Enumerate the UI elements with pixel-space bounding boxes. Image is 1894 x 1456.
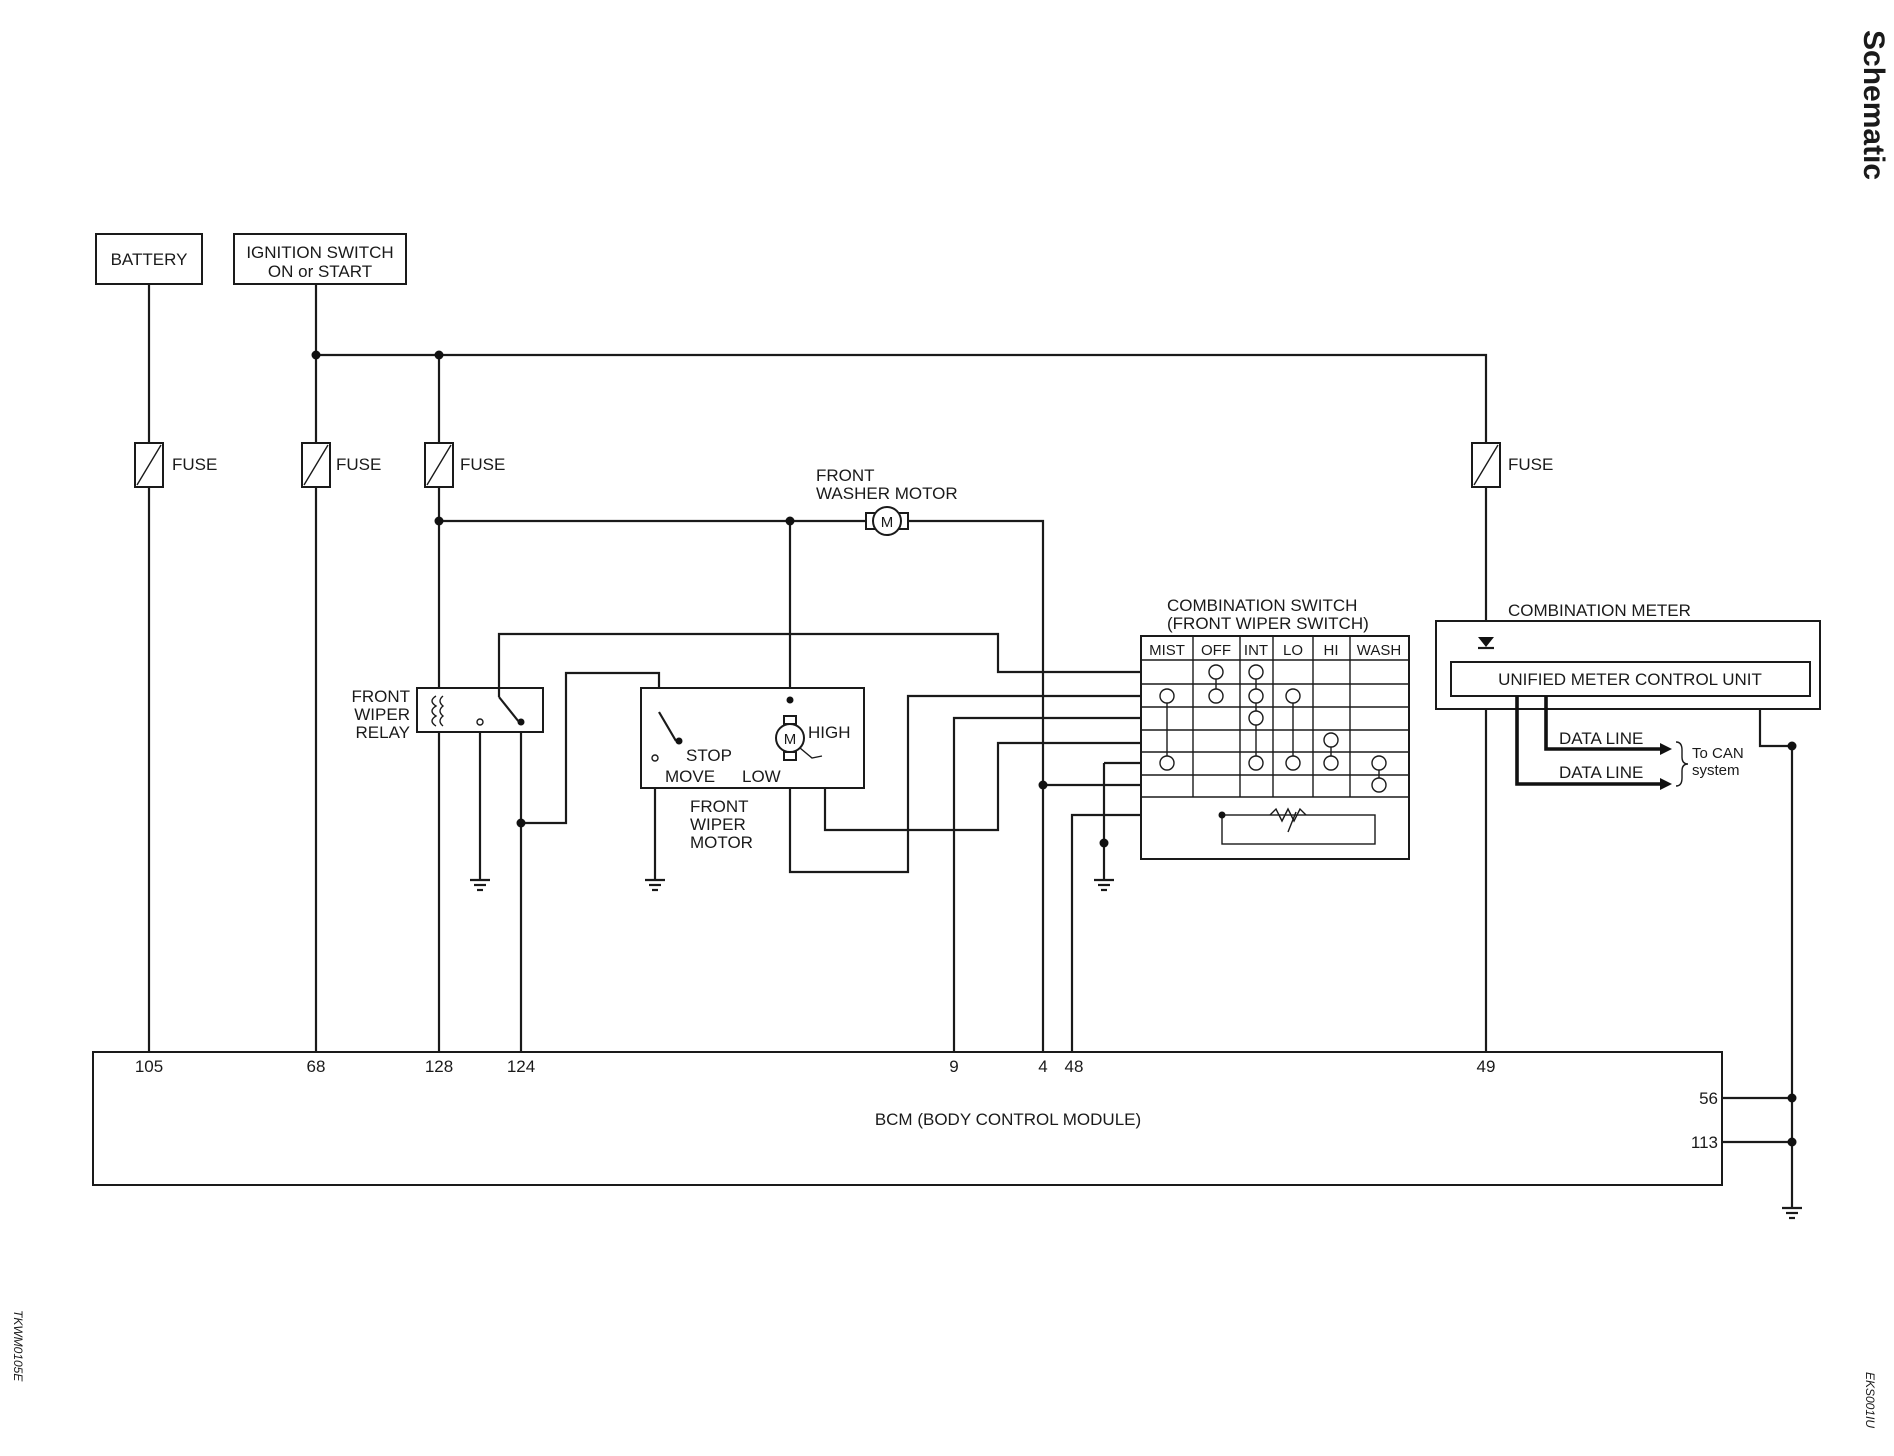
bcm-pin-68: 68 bbox=[307, 1057, 326, 1076]
column-hi: HI bbox=[1324, 642, 1339, 659]
combination-switch: COMBINATION SWITCH (FRONT WIPER SWITCH) … bbox=[1140, 596, 1410, 860]
combo-switch-title-line1: COMBINATION SWITCH bbox=[1167, 596, 1357, 615]
ignition-label-line1: IGNITION SWITCH bbox=[246, 243, 393, 262]
ignition-label-line2: ON or START bbox=[268, 262, 372, 281]
can-system-label: system bbox=[1692, 762, 1740, 779]
bcm-pin-9: 9 bbox=[949, 1057, 958, 1076]
bcm-module: BCM (BODY CONTROL MODULE) 105 68 128 124… bbox=[92, 1051, 1723, 1186]
front-wiper-motor: M STOP MOVE LOW HIGH FRONT WIPER MOTOR bbox=[640, 687, 865, 852]
ground-symbol-switch bbox=[1094, 878, 1114, 892]
column-mist: MIST bbox=[1149, 642, 1185, 659]
bcm-pin-128: 128 bbox=[425, 1057, 453, 1076]
fuse-battery: FUSE bbox=[134, 442, 217, 488]
fuse-ignition: FUSE bbox=[301, 442, 381, 488]
relay-label-line2: WIPER bbox=[354, 705, 410, 724]
bcm-pin-49: 49 bbox=[1477, 1057, 1496, 1076]
bcm-pin-124: 124 bbox=[507, 1057, 535, 1076]
column-wash: WASH bbox=[1357, 642, 1401, 659]
bcm-pin-105: 105 bbox=[135, 1057, 163, 1076]
washer-motor-symbol: M bbox=[881, 514, 894, 531]
combination-meter: COMBINATION METER UNIFIED METER CONTROL … bbox=[1435, 601, 1821, 790]
front-washer-motor: M FRONT WASHER MOTOR bbox=[816, 466, 958, 536]
washer-label-line2: WASHER MOTOR bbox=[816, 484, 958, 503]
column-int: INT bbox=[1244, 642, 1268, 659]
bcm-pin-4: 4 bbox=[1038, 1057, 1047, 1076]
ignition-switch-box: IGNITION SWITCH ON or START bbox=[233, 233, 407, 285]
fuse-meter: FUSE bbox=[1471, 442, 1553, 488]
junction-dots bbox=[311, 350, 1797, 1147]
fuse-label: FUSE bbox=[172, 455, 217, 474]
wiper-motor-label-line2: WIPER bbox=[690, 815, 746, 834]
bcm-pin-56: 56 bbox=[1699, 1089, 1718, 1108]
fuse-label: FUSE bbox=[460, 455, 505, 474]
column-off: OFF bbox=[1201, 642, 1231, 659]
fuse-label: FUSE bbox=[1508, 455, 1553, 474]
ground-symbol-relay bbox=[470, 878, 490, 892]
combo-meter-title: COMBINATION METER bbox=[1508, 601, 1691, 620]
bcm-pin-113: 113 bbox=[1691, 1133, 1718, 1152]
ground-symbol-motor bbox=[645, 878, 665, 892]
bcm-pin-48: 48 bbox=[1065, 1057, 1084, 1076]
wiper-motor-label-line3: MOTOR bbox=[690, 833, 753, 852]
unified-meter-control-unit-label: UNIFIED METER CONTROL UNIT bbox=[1498, 670, 1762, 689]
front-wiper-relay: FRONT WIPER RELAY bbox=[351, 687, 544, 742]
combo-switch-title-line2: (FRONT WIPER SWITCH) bbox=[1167, 614, 1369, 633]
figure-code-right: EKS001IU bbox=[1863, 1372, 1877, 1428]
low-label: LOW bbox=[742, 767, 781, 786]
high-label: HIGH bbox=[808, 723, 851, 742]
move-label: MOVE bbox=[665, 767, 715, 786]
figure-code-left: TKWM0105E bbox=[11, 1310, 25, 1382]
ground-symbol-bcm bbox=[1782, 1206, 1802, 1220]
section-title: Schematic bbox=[1857, 30, 1890, 180]
stop-label: STOP bbox=[686, 746, 732, 765]
relay-label-line1: FRONT bbox=[351, 687, 410, 706]
bcm-label: BCM (BODY CONTROL MODULE) bbox=[875, 1110, 1141, 1129]
data-line-2-label: DATA LINE bbox=[1559, 763, 1643, 782]
to-can-label: To CAN bbox=[1692, 745, 1744, 762]
wiper-motor-symbol: M bbox=[784, 731, 797, 748]
washer-label-line1: FRONT bbox=[816, 466, 875, 485]
battery-label: BATTERY bbox=[111, 250, 188, 269]
column-lo: LO bbox=[1283, 642, 1303, 659]
wiper-motor-label-line1: FRONT bbox=[690, 797, 749, 816]
fuse-label: FUSE bbox=[336, 455, 381, 474]
data-line-1-label: DATA LINE bbox=[1559, 729, 1643, 748]
battery-box: BATTERY bbox=[95, 233, 203, 285]
fuse-wiper: FUSE bbox=[424, 442, 505, 488]
relay-label-line3: RELAY bbox=[356, 723, 411, 742]
